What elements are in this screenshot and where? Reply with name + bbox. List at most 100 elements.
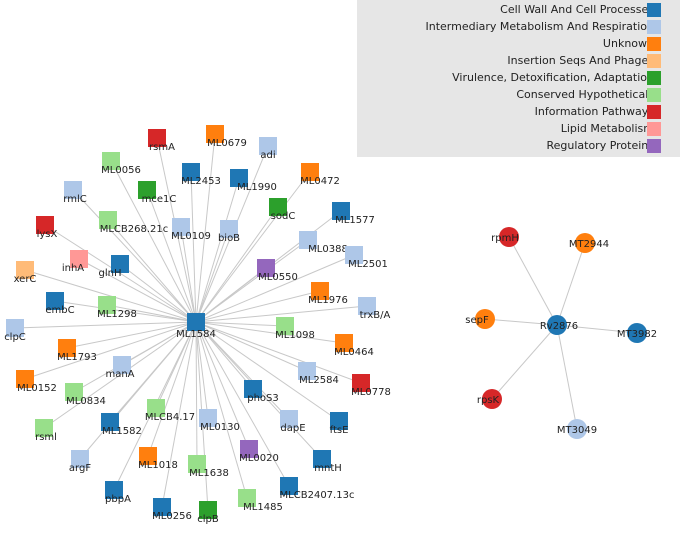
node-rsml[interactable]: rsml (35, 419, 57, 443)
node-marker-ml0550[interactable] (257, 259, 275, 277)
node-ml1582[interactable]: ML1582 (101, 413, 142, 437)
node-mce1c[interactable]: mce1C (138, 181, 176, 205)
node-marker-sodc[interactable] (269, 198, 287, 216)
node-marker-trxb-a[interactable] (358, 297, 376, 315)
node-marker-ml1098[interactable] (276, 317, 294, 335)
node-ml2584[interactable]: ML2584 (298, 362, 339, 386)
node-marker-ml0056[interactable] (102, 152, 120, 170)
node-marker-glnh[interactable] (111, 255, 129, 273)
node-ml0472[interactable]: ML0472 (300, 163, 340, 187)
node-ml0256[interactable]: ML0256 (152, 498, 192, 522)
node-mlcb4-17[interactable]: MLCB4.17 (145, 399, 195, 423)
node-marker-ml1582[interactable] (101, 413, 119, 431)
node-dape[interactable]: dapE (280, 410, 306, 434)
node-marker-rpmh[interactable] (499, 227, 519, 247)
node-marker-rpsk[interactable] (482, 389, 502, 409)
node-marker-phos3[interactable] (244, 380, 262, 398)
node-marker-ml1976[interactable] (311, 282, 329, 300)
node-marker-ml1793[interactable] (58, 339, 76, 357)
node-ml1584[interactable]: ML1584 (176, 313, 216, 340)
node-ml0130[interactable]: ML0130 (199, 409, 240, 433)
node-phos3[interactable]: phoS3 (244, 380, 279, 404)
node-marker-rsma[interactable] (148, 129, 166, 147)
node-marker-mana[interactable] (113, 356, 131, 374)
node-marker-inha[interactable] (70, 250, 88, 268)
node-lysx[interactable]: lysX (36, 216, 58, 240)
node-rpmh[interactable]: rpmH (491, 227, 519, 247)
node-marker-ml1298[interactable] (98, 296, 116, 314)
node-marker-rv2876[interactable] (547, 315, 567, 335)
node-marker-clpb[interactable] (199, 501, 217, 519)
node-marker-mlcb4-17[interactable] (147, 399, 165, 417)
node-marker-mt3049[interactable] (567, 419, 587, 439)
node-rsma[interactable]: rsmA (148, 129, 175, 153)
node-marker-mlcb2407-13c[interactable] (280, 477, 298, 495)
node-marker-ml0256[interactable] (153, 498, 171, 516)
node-ml1577[interactable]: ML1577 (332, 202, 375, 226)
node-marker-lysx[interactable] (36, 216, 54, 234)
node-biob[interactable]: bioB (218, 220, 240, 244)
node-adi[interactable]: adi (259, 137, 277, 161)
node-mlcb2407-13c[interactable]: MLCB2407.13c (280, 477, 355, 501)
node-ml0550[interactable]: ML0550 (257, 259, 298, 283)
node-marker-mlcb268-21c[interactable] (99, 211, 117, 229)
node-sepf[interactable]: sepF (465, 309, 495, 329)
node-clpc[interactable]: clpC (4, 319, 26, 343)
node-marker-xerc[interactable] (16, 261, 34, 279)
node-marker-ml2453[interactable] (182, 163, 200, 181)
node-marker-pbpa[interactable] (105, 481, 123, 499)
node-ml0388[interactable]: ML0388 (299, 231, 348, 255)
node-embc[interactable]: embC (45, 292, 75, 316)
node-glnh[interactable]: glnH (99, 255, 129, 279)
node-marker-ml2584[interactable] (298, 362, 316, 380)
node-ml1976[interactable]: ML1976 (308, 282, 348, 306)
node-marker-ml0020[interactable] (240, 440, 258, 458)
node-ml1485[interactable]: ML1485 (238, 489, 283, 513)
node-ml0020[interactable]: ML0020 (239, 440, 279, 464)
node-ml1990[interactable]: ML1990 (230, 169, 277, 193)
node-marker-mnth[interactable] (313, 450, 331, 468)
node-ml1098[interactable]: ML1098 (275, 317, 315, 341)
node-marker-ml1018[interactable] (139, 447, 157, 465)
node-rpsk[interactable]: rpsK (477, 389, 502, 409)
node-marker-ml1584[interactable] (187, 313, 205, 331)
node-ml1298[interactable]: ML1298 (97, 296, 137, 320)
node-ml0778[interactable]: ML0778 (351, 374, 391, 398)
node-marker-adi[interactable] (259, 137, 277, 155)
node-ml0152[interactable]: ML0152 (16, 370, 57, 394)
node-argf[interactable]: argF (69, 450, 91, 474)
node-marker-ml1485[interactable] (238, 489, 256, 507)
node-ml2453[interactable]: ML2453 (181, 163, 221, 187)
node-marker-mt3982[interactable] (627, 323, 647, 343)
node-ml0056[interactable]: ML0056 (101, 152, 141, 176)
node-marker-ml1990[interactable] (230, 169, 248, 187)
node-ftse[interactable]: ftsE (330, 412, 349, 436)
node-mana[interactable]: manA (105, 356, 135, 380)
node-mnth[interactable]: mntH (313, 450, 342, 474)
node-marker-ml0834[interactable] (65, 383, 83, 401)
node-marker-ml0464[interactable] (335, 334, 353, 352)
node-marker-ml0388[interactable] (299, 231, 317, 249)
node-pbpa[interactable]: pbpA (105, 481, 131, 505)
node-ml0464[interactable]: ML0464 (334, 334, 374, 358)
node-marker-ml0130[interactable] (199, 409, 217, 427)
node-marker-dape[interactable] (280, 410, 298, 428)
node-rv2876[interactable]: Rv2876 (540, 315, 578, 335)
node-xerc[interactable]: xerC (14, 261, 37, 285)
node-mlcb268-21c[interactable]: MLCB268.21c (99, 211, 168, 235)
node-mt2944[interactable]: MT2944 (569, 233, 609, 253)
node-marker-ftse[interactable] (330, 412, 348, 430)
node-clpb[interactable]: clpB (197, 501, 219, 525)
node-ml0109[interactable]: ML0109 (171, 218, 211, 242)
node-marker-ml1638[interactable] (188, 455, 206, 473)
node-marker-sepf[interactable] (475, 309, 495, 329)
node-ml2501[interactable]: ML2501 (345, 246, 388, 270)
node-marker-biob[interactable] (220, 220, 238, 238)
node-ml1638[interactable]: ML1638 (188, 455, 229, 479)
node-mt3982[interactable]: MT3982 (617, 323, 657, 343)
node-mt3049[interactable]: MT3049 (557, 419, 597, 439)
node-marker-ml1577[interactable] (332, 202, 350, 220)
node-marker-ml0152[interactable] (16, 370, 34, 388)
node-trxb-a[interactable]: trxB/A (358, 297, 391, 321)
node-sodc[interactable]: sodC (269, 198, 295, 222)
